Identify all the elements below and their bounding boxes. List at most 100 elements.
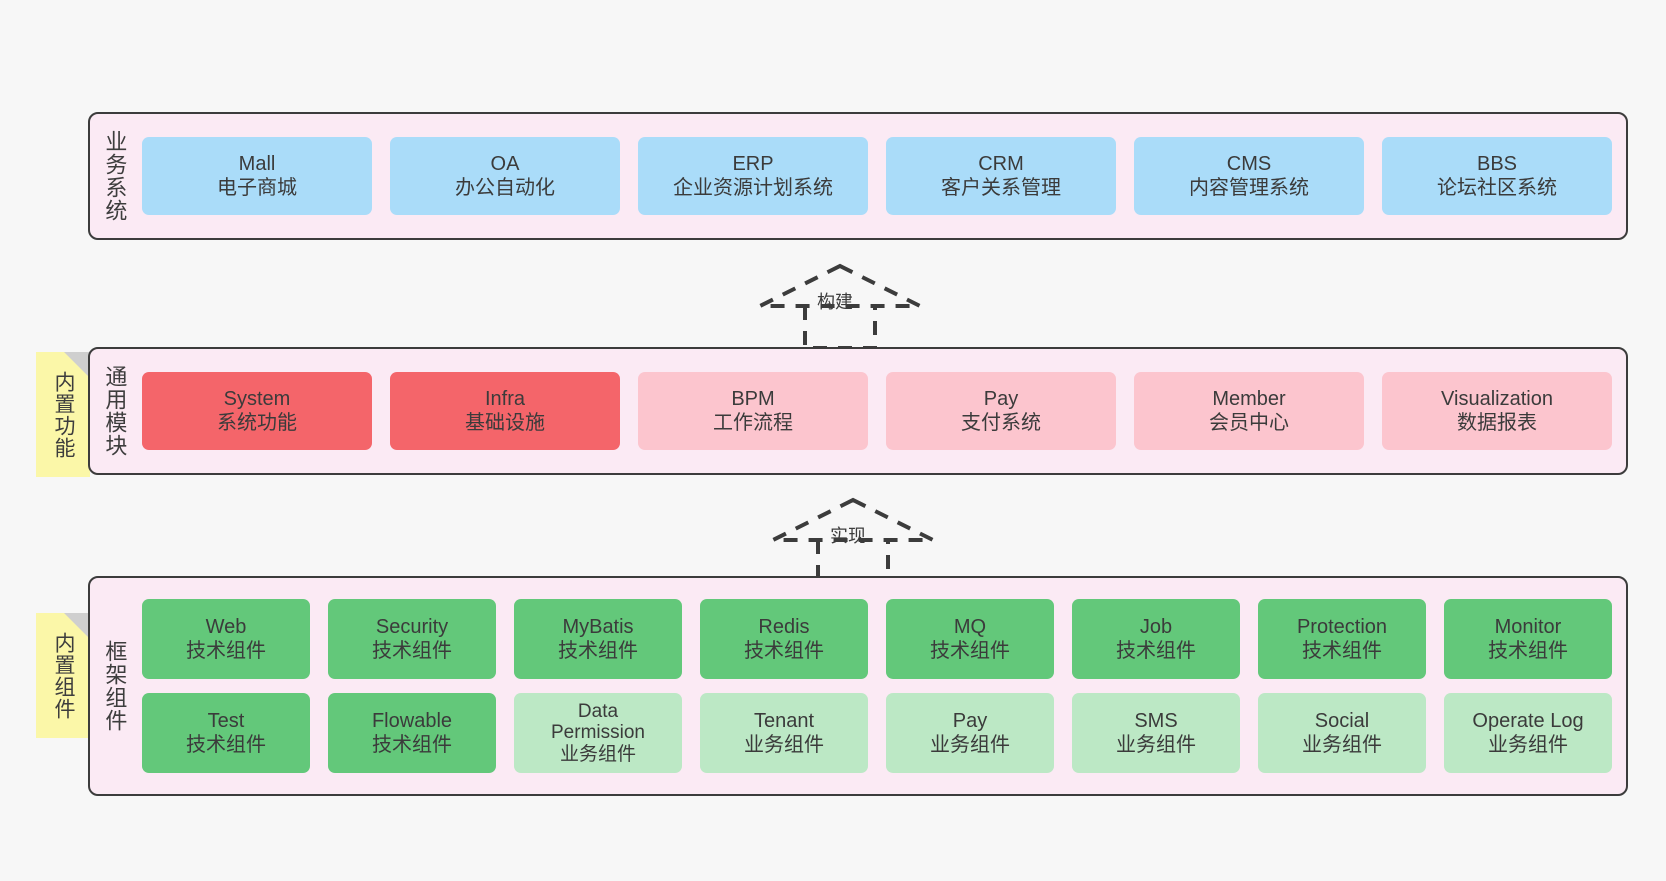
node-subtitle: 技术组件 [372,734,452,756]
node-member[interactable]: Member 会员中心 [1134,372,1364,450]
node-subtitle: 内容管理系统 [1189,177,1309,199]
node-title: OA [490,152,520,175]
layer-title-business: 业务系统 [102,130,128,222]
note-builtin-function: 内置功能 [36,352,90,477]
node-title: BPM [731,387,775,410]
node-subtitle: 技术组件 [558,640,638,662]
node-title: Protection [1296,615,1388,638]
note-builtin-component: 内置组件 [36,613,90,738]
node-job[interactable]: Job 技术组件 [1072,599,1240,679]
node-operate-log[interactable]: Operate Log 业务组件 [1444,693,1612,773]
node-redis[interactable]: Redis 技术组件 [700,599,868,679]
node-subtitle: 业务组件 [1302,734,1382,756]
node-subtitle: 客户关系管理 [941,177,1061,199]
node-mall[interactable]: Mall 电子商城 [142,137,372,215]
node-cms[interactable]: CMS 内容管理系统 [1134,137,1364,215]
node-pay-component[interactable]: Pay 业务组件 [886,693,1054,773]
note-fold-corner [64,613,90,639]
node-title: Data [577,700,619,722]
node-web[interactable]: Web 技术组件 [142,599,310,679]
note-fold-corner [64,352,90,378]
node-subtitle: 业务组件 [930,734,1010,756]
node-sms[interactable]: SMS 业务组件 [1072,693,1240,773]
node-test[interactable]: Test 技术组件 [142,693,310,773]
connector-implement-label: 实现 [830,526,866,546]
node-system[interactable]: System 系统功能 [142,372,372,450]
node-title-cont: Permission [551,722,645,744]
node-title: Mall [238,152,276,175]
connector-build: 构建 [755,258,945,350]
layer-body-framework: Web 技术组件 Security 技术组件 MyBatis 技术组件 Redi… [138,578,1626,794]
node-title: Pay [952,709,988,732]
node-subtitle: 数据报表 [1457,412,1537,434]
node-social[interactable]: Social 业务组件 [1258,693,1426,773]
node-title: Security [375,615,449,638]
node-title: Member [1212,387,1286,410]
node-title: CRM [978,152,1024,175]
node-data-permission[interactable]: Data Permission 业务组件 [514,693,682,773]
node-subtitle: 业务组件 [1488,734,1568,756]
node-subtitle: 企业资源计划系统 [673,177,833,199]
node-infra[interactable]: Infra 基础设施 [390,372,620,450]
node-title: Flowable [371,709,453,732]
node-subtitle: 技术组件 [372,640,452,662]
node-title: System [223,387,291,410]
node-subtitle: 业务组件 [1116,734,1196,756]
node-subtitle: 技术组件 [1488,640,1568,662]
node-subtitle: 业务组件 [559,743,636,765]
node-title: CMS [1226,152,1272,175]
node-visualization[interactable]: Visualization 数据报表 [1382,372,1612,450]
node-subtitle: 技术组件 [744,640,824,662]
node-title: Web [205,615,247,638]
node-subtitle: 论坛社区系统 [1437,177,1557,199]
connector-build-label: 构建 [817,292,853,312]
node-title: Job [1139,615,1173,638]
node-subtitle: 技术组件 [1116,640,1196,662]
node-oa[interactable]: OA 办公自动化 [390,137,620,215]
node-crm[interactable]: CRM 客户关系管理 [886,137,1116,215]
node-title: MQ [953,615,987,638]
node-subtitle: 电子商城 [217,177,297,199]
node-row: System 系统功能 Infra 基础设施 BPM 工作流程 Pay 支付系统… [142,372,1612,450]
node-security[interactable]: Security 技术组件 [328,599,496,679]
node-title: ERP [732,152,774,175]
node-subtitle: 技术组件 [1302,640,1382,662]
node-tenant[interactable]: Tenant 业务组件 [700,693,868,773]
layer-body-business: Mall 电子商城 OA 办公自动化 ERP 企业资源计划系统 CRM 客户关系… [138,114,1626,238]
node-title: SMS [1134,709,1178,732]
node-subtitle: 技术组件 [186,734,266,756]
node-subtitle: 基础设施 [465,412,545,434]
node-bpm[interactable]: BPM 工作流程 [638,372,868,450]
node-protection[interactable]: Protection 技术组件 [1258,599,1426,679]
node-title: Monitor [1494,615,1562,638]
node-subtitle: 工作流程 [713,412,793,434]
node-mq[interactable]: MQ 技术组件 [886,599,1054,679]
node-title: BBS [1476,152,1518,175]
node-flowable[interactable]: Flowable 技术组件 [328,693,496,773]
node-subtitle: 技术组件 [930,640,1010,662]
layer-business-system: 业务系统 Mall 电子商城 OA 办公自动化 ERP 企业资源计划系统 CRM… [88,112,1628,240]
connector-implement: 实现 [768,492,958,584]
node-monitor[interactable]: Monitor 技术组件 [1444,599,1612,679]
node-row: Mall 电子商城 OA 办公自动化 ERP 企业资源计划系统 CRM 客户关系… [142,137,1612,215]
layer-framework-component: 框架组件 Web 技术组件 Security 技术组件 MyBatis 技术组件… [88,576,1628,796]
layer-common-module: 通用模块 System 系统功能 Infra 基础设施 BPM 工作流程 Pay… [88,347,1628,475]
node-title: Tenant [753,709,815,732]
note-label: 内置组件 [51,631,75,720]
node-mybatis[interactable]: MyBatis 技术组件 [514,599,682,679]
node-title: Test [207,709,245,732]
node-row: Web 技术组件 Security 技术组件 MyBatis 技术组件 Redi… [142,599,1612,679]
node-title: Social [1314,709,1370,732]
node-pay-module[interactable]: Pay 支付系统 [886,372,1116,450]
note-label: 内置功能 [51,370,75,459]
node-subtitle: 业务组件 [744,734,824,756]
node-title: Operate Log [1472,709,1584,732]
node-erp[interactable]: ERP 企业资源计划系统 [638,137,868,215]
node-subtitle: 支付系统 [961,412,1041,434]
node-title: Redis [758,615,810,638]
node-subtitle: 会员中心 [1209,412,1289,434]
node-bbs[interactable]: BBS 论坛社区系统 [1382,137,1612,215]
layer-title-framework: 框架组件 [102,640,128,732]
node-subtitle: 办公自动化 [455,177,555,199]
